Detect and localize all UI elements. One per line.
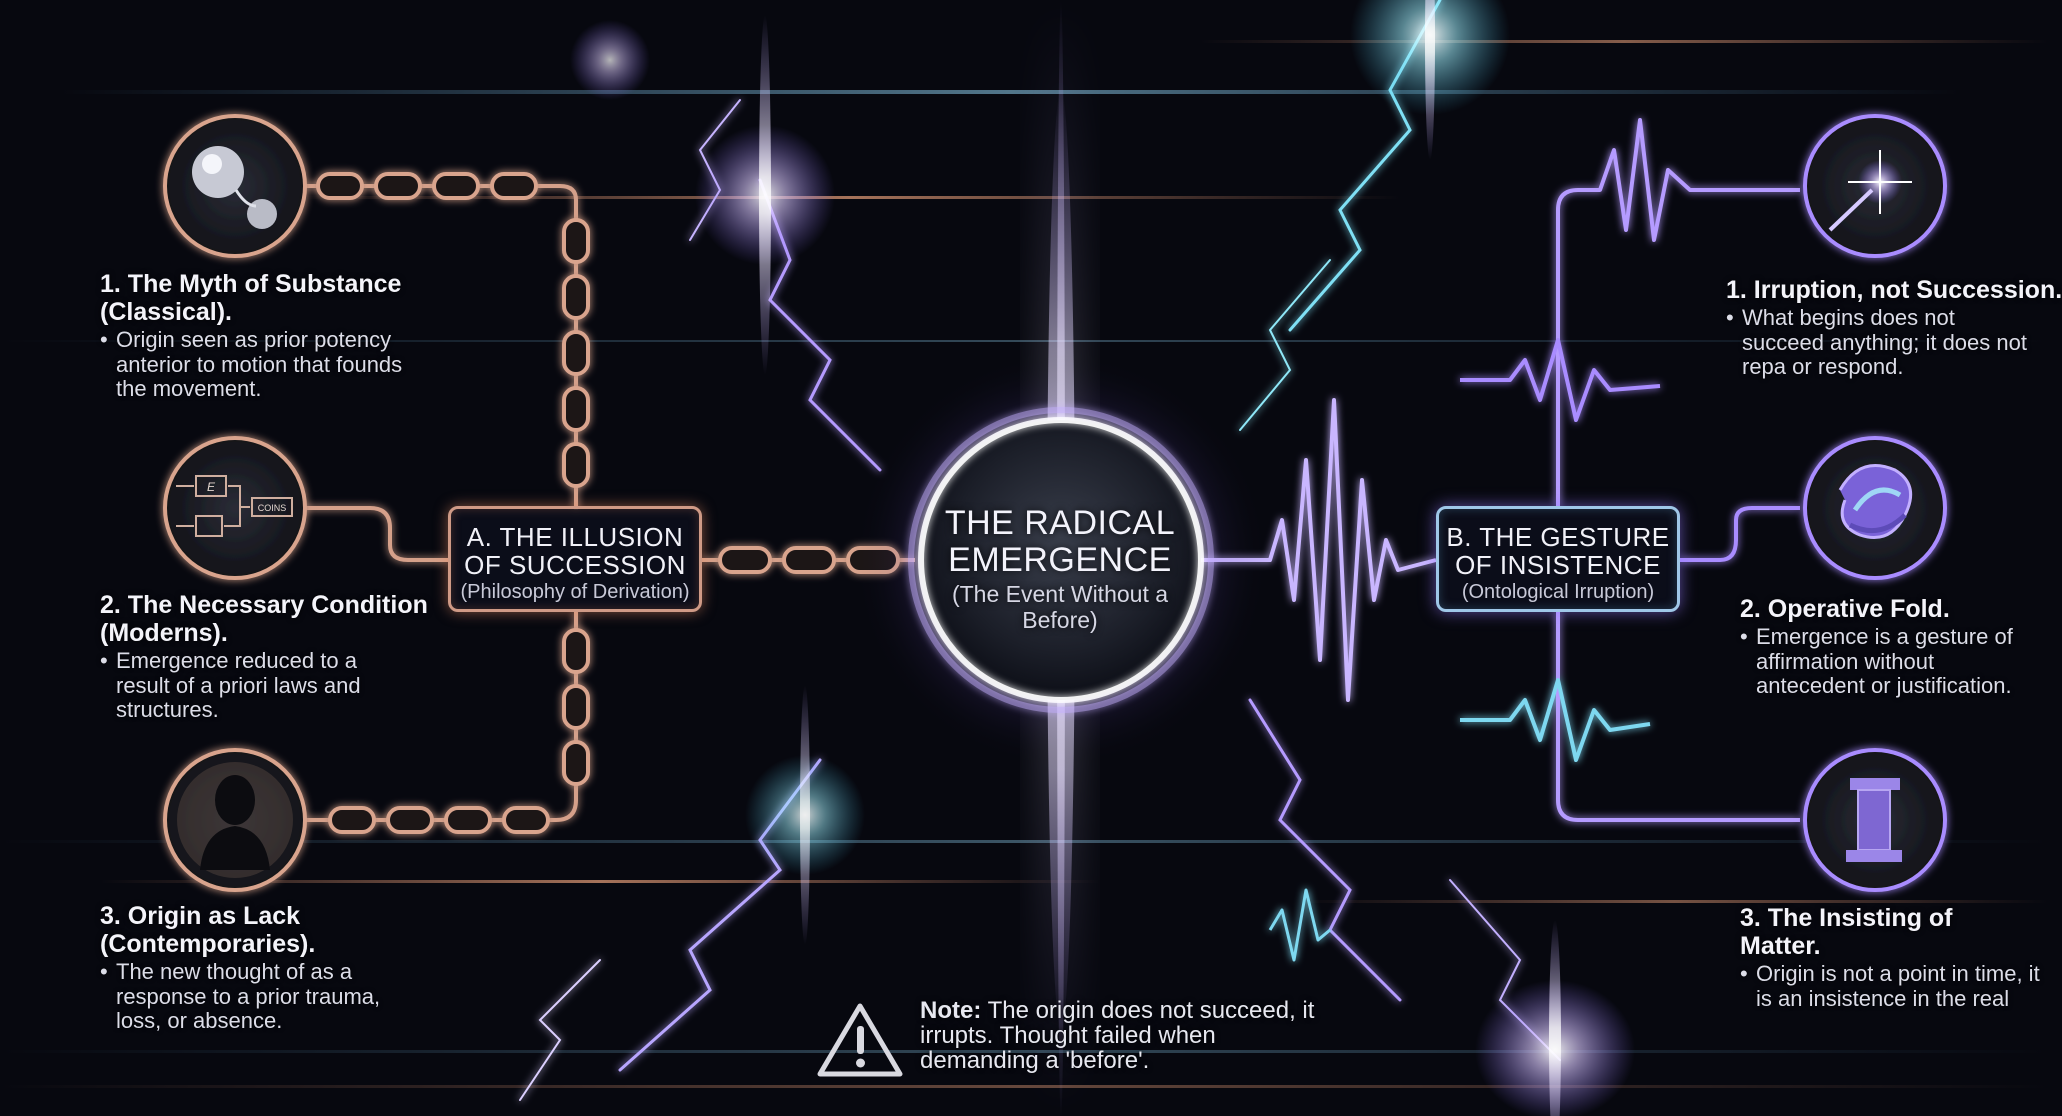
silhouette-icon [163,748,307,892]
gesture-of-insistence-box: B. THE GESTURE OF INSISTENCE (Ontologica… [1436,506,1680,612]
radical-emergence-label: THE RADICAL EMERGENCE (The Event Without… [930,505,1190,633]
center-subtitle: (The Event Without a Before) [951,581,1169,633]
warning-icon [817,1003,903,1077]
light-flares [570,0,1635,1116]
left-item-2: 2. The Necessary Condition (Moderns). Em… [100,591,430,723]
box-a-subtitle: (Philosophy of Derivation) [460,581,690,604]
box-a-title: A. THE ILLUSION OF SUCCESSION [464,522,686,581]
flowchart-label-e: E [207,480,216,494]
illusion-of-succession-box: A. THE ILLUSION OF SUCCESSION (Philosoph… [448,506,702,612]
pillar-icon [1803,748,1947,892]
spheres-icon [163,114,307,258]
right-item-3-title: 3. The Insisting of Matter. [1740,904,1953,960]
center-title: THE RADICAL EMERGENCE [944,504,1176,579]
left-item-3-bullet: The new thought of as a response to a pr… [100,959,406,1034]
left-item-3-title: 3. Origin as Lack (Contemporaries). [100,902,316,958]
box-b-title: B. THE GESTURE OF INSISTENCE [1446,522,1670,581]
flowchart-label-coins: COINS [258,503,287,513]
fold-icon [1803,436,1947,580]
box-b-subtitle: (Ontological Irruption) [1461,581,1655,604]
right-item-3-bullet: Origin is not a point in time, it is an … [1740,961,2046,1011]
background-streaks [0,40,2048,1088]
left-item-3: 3. Origin as Lack (Contemporaries). The … [100,902,420,1034]
right-wave-network [1195,118,1800,962]
right-item-1-bullet: What begins does not succeed anything; i… [1726,305,2032,380]
right-item-2: 2. Operative Fold. Emergence is a gestur… [1740,595,2040,699]
right-item-1-title: 1. Irruption, not Succession. [1726,276,2062,304]
left-item-1: 1. The Myth of Substance (Classical). Or… [100,270,420,402]
central-core [851,350,1271,770]
right-item-1: 1. Irruption, not Succession. What begin… [1726,276,2062,380]
right-item-3: 3. The Insisting of Matter. Origin is no… [1740,904,2040,1011]
footnote: Note: The origin does not succeed, it ir… [920,998,1340,1074]
note-label: Note: [920,997,982,1024]
left-item-2-bullet: Emergence reduced to a result of a prior… [100,648,386,723]
right-item-2-title: 2. Operative Fold. [1740,595,1950,623]
left-item-2-title: 2. The Necessary Condition (Moderns). [100,591,428,647]
right-item-2-bullet: Emergence is a gesture of affirmation wi… [1740,624,2046,699]
left-item-1-title: 1. The Myth of Substance (Classical). [100,270,402,326]
note-text: The origin does not succeed, it irrupts.… [920,997,1315,1075]
chain-links [316,172,900,834]
left-item-1-bullet: Origin seen as prior potency anterior to… [100,327,420,402]
spark-icon [1803,114,1947,258]
flowchart-icon: E COINS [163,436,307,580]
